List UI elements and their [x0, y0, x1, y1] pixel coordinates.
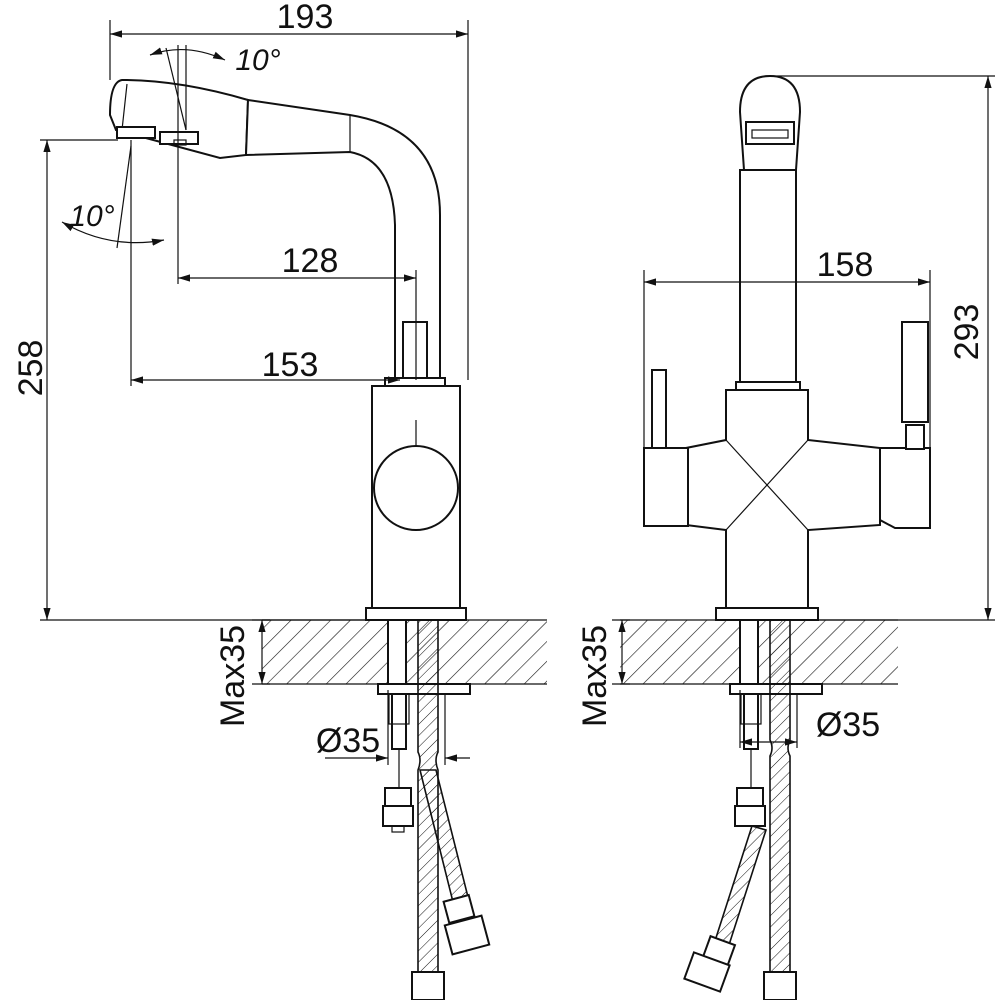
dim-spout-reach-128: 128 — [282, 242, 339, 280]
dim-width-158: 158 — [817, 246, 874, 284]
angle-bottom: 10° — [69, 200, 114, 233]
cross-body — [685, 389, 881, 609]
front-view: 158 293 Max35 Ø35 — [576, 74, 995, 1000]
handle-knob — [373, 445, 459, 531]
dim-max-right: Max35 — [576, 625, 614, 727]
dim-spout-reach-153: 153 — [262, 346, 319, 384]
hose-right-1 — [769, 619, 791, 976]
left-lever — [651, 369, 667, 449]
spout-tube-front — [739, 169, 797, 383]
hose-right-2 — [712, 825, 768, 949]
dim-height-293: 293 — [948, 304, 986, 361]
dim-total-reach: 193 — [277, 0, 334, 36]
right-lever — [901, 321, 929, 423]
dim-hole-right: Ø35 — [816, 706, 880, 744]
dim-max-left: Max35 — [214, 625, 252, 727]
side-view: 193 128 153 258 10° 10° Max35 — [12, 0, 547, 1000]
dim-hole-left: Ø35 — [316, 722, 380, 760]
angle-top: 10° — [235, 44, 280, 77]
dim-height-258: 258 — [12, 340, 50, 397]
